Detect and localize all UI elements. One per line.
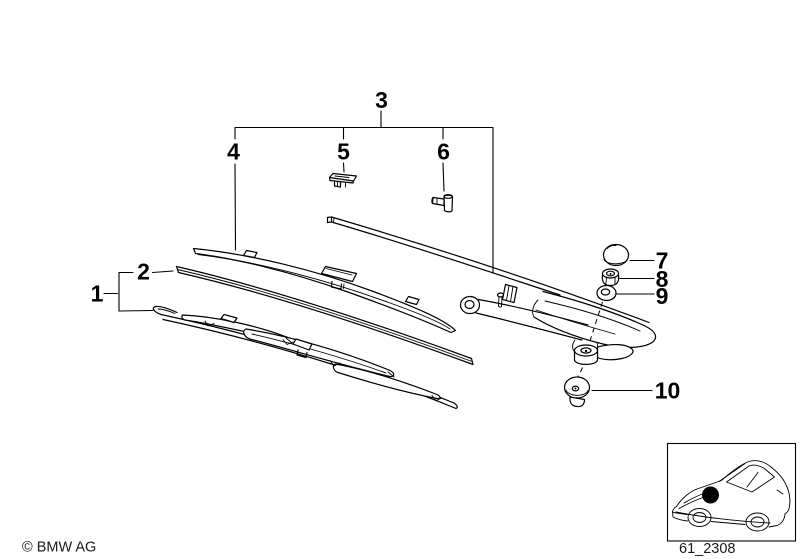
callout-10[interactable]: 10 xyxy=(655,378,681,404)
location-dot xyxy=(702,486,719,504)
wiper-arm-drawing xyxy=(326,216,657,365)
copyright-notice: © BMW AG xyxy=(22,540,96,556)
car-outline-drawing xyxy=(672,460,791,532)
hidden-axis-dashed-lines xyxy=(578,301,603,377)
grommet-10-drawing xyxy=(563,376,591,408)
callout-bracket-3 xyxy=(234,110,494,274)
cap-7-drawing xyxy=(602,243,630,267)
callout-8[interactable]: 8 xyxy=(656,266,669,292)
callout-1[interactable]: 1 xyxy=(91,281,104,307)
wiper-blade-assembly-drawing xyxy=(152,305,458,410)
thumbnail-border xyxy=(666,442,797,542)
callout-5[interactable]: 5 xyxy=(337,139,350,165)
callout-bracket-1-2 xyxy=(103,270,174,312)
diagram-code: 61_2308 xyxy=(679,541,735,557)
callout-4[interactable]: 4 xyxy=(227,139,240,165)
callout-6[interactable]: 6 xyxy=(437,139,450,165)
callout-9[interactable]: 9 xyxy=(656,283,669,309)
car-location-thumbnail xyxy=(666,442,797,542)
leader-lines xyxy=(234,162,655,392)
callout-3[interactable]: 3 xyxy=(375,87,388,113)
washer-9-drawing xyxy=(596,284,617,302)
clip-6-drawing xyxy=(431,194,454,213)
nut-8-drawing xyxy=(601,268,620,287)
callout-2[interactable]: 2 xyxy=(137,259,150,285)
clip-5-drawing xyxy=(328,172,358,188)
callout-7[interactable]: 7 xyxy=(656,248,669,274)
spoiler-blade-drawing xyxy=(192,247,457,334)
wiper-rubber-insert-drawing xyxy=(175,265,474,366)
